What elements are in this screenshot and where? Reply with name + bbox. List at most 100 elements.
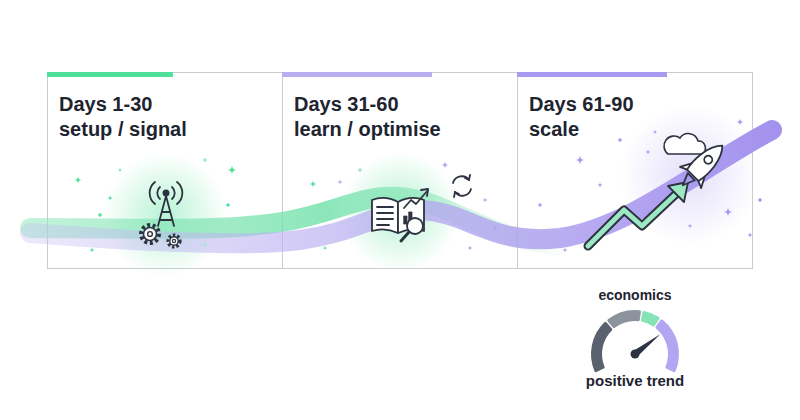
glows xyxy=(103,105,760,277)
accent-bars xyxy=(517,72,667,77)
sparkle xyxy=(467,245,473,251)
sparkle xyxy=(723,207,733,217)
antenna-icon xyxy=(163,190,168,195)
phase-stage: setup / signal xyxy=(59,117,282,142)
sparkle xyxy=(349,207,355,213)
accent-bars xyxy=(47,72,667,77)
book-icon xyxy=(407,218,423,234)
sparkle xyxy=(323,246,328,251)
flow-bands xyxy=(30,197,565,246)
book-icon xyxy=(409,212,412,224)
sparkle xyxy=(562,247,568,253)
rocket-icon xyxy=(680,158,694,172)
sparkle xyxy=(74,176,82,184)
rocket-icon xyxy=(703,154,714,165)
accent-bars xyxy=(47,72,173,77)
book-icon xyxy=(377,218,393,220)
cloud-icon xyxy=(664,134,705,154)
sparkle xyxy=(575,155,585,165)
gears-icon xyxy=(172,239,175,242)
glows xyxy=(620,105,760,245)
sparkle-dot xyxy=(358,168,362,172)
book-icon xyxy=(401,232,409,241)
phase-panel: Days 61-90scale xyxy=(517,72,753,269)
accent-bars xyxy=(282,72,432,77)
book-icon xyxy=(372,189,428,241)
sparkle-dot xyxy=(493,226,497,230)
book-icon xyxy=(377,206,393,208)
sparkle xyxy=(227,165,237,175)
gauge-segment xyxy=(655,319,679,372)
refresh-icon xyxy=(455,189,471,196)
book-icon xyxy=(404,216,407,224)
cloud-icon xyxy=(664,134,705,154)
sparkle xyxy=(482,197,488,203)
refresh-icon xyxy=(453,176,469,183)
antenna-icon xyxy=(157,187,160,199)
phase-days: Days 31-60 xyxy=(294,92,517,117)
refresh-icon xyxy=(454,192,459,197)
sparkle-dot xyxy=(538,203,542,207)
antenna-icon xyxy=(160,219,172,221)
antenna-icon xyxy=(172,187,175,199)
growth-arrow xyxy=(588,182,688,246)
phase-panel: Days 31-60learn / optimise xyxy=(282,72,518,269)
sparkle xyxy=(309,180,317,188)
sparkle xyxy=(736,118,744,126)
sparkle xyxy=(747,232,753,238)
growth-arrow xyxy=(588,194,676,246)
gears-icon xyxy=(141,225,159,243)
glows xyxy=(103,153,227,277)
phase-panel: Days 1-30setup / signal xyxy=(47,72,283,269)
antenna-icon xyxy=(150,182,183,226)
sparkle xyxy=(653,130,658,135)
sparkle xyxy=(645,149,651,155)
rocket-icon xyxy=(672,135,733,196)
rocket-icon xyxy=(679,173,695,189)
sparkle-dot xyxy=(758,198,762,202)
sparkle xyxy=(89,247,95,253)
book-icon xyxy=(377,212,393,214)
antenna-icon xyxy=(162,211,170,213)
sparkle xyxy=(687,223,693,229)
sparkle xyxy=(202,157,209,164)
antenna-icon xyxy=(177,182,182,204)
sparkles xyxy=(74,118,762,253)
rocket-icon xyxy=(686,139,729,182)
sparkle xyxy=(202,242,208,248)
sparkle xyxy=(107,195,113,201)
gears-icon xyxy=(170,237,178,245)
sparkle xyxy=(337,179,343,185)
sparkle xyxy=(441,161,449,169)
growth-arrow xyxy=(588,194,676,246)
sparkle xyxy=(118,168,122,172)
sparkle xyxy=(597,182,603,188)
flow-bands xyxy=(30,130,772,246)
phase-days: Days 1-30 xyxy=(59,92,282,117)
book-icon xyxy=(398,198,424,233)
gauge-segment xyxy=(591,322,612,372)
gears-icon xyxy=(148,232,153,237)
gauge-segment xyxy=(641,311,660,326)
antenna-icon xyxy=(166,196,174,226)
gears-icon xyxy=(141,225,180,247)
antenna-icon xyxy=(158,196,166,226)
refresh-icon xyxy=(453,175,471,197)
rocket-icon xyxy=(696,174,710,188)
antenna-icon xyxy=(150,182,155,204)
phase-stage: learn / optimise xyxy=(294,117,517,142)
sparkle-dot xyxy=(618,138,622,142)
book-icon xyxy=(377,224,389,226)
book-icon xyxy=(421,189,428,196)
gauge-title: economics xyxy=(598,286,671,304)
gauge-hub xyxy=(631,350,640,359)
book-icon xyxy=(372,198,398,233)
phase-stage: scale xyxy=(529,117,752,142)
economics-gauge: economicspositive trend xyxy=(578,286,692,390)
gears-icon xyxy=(144,228,157,241)
phase-days: Days 61-90 xyxy=(529,92,752,117)
sparkle-dot xyxy=(226,203,230,207)
